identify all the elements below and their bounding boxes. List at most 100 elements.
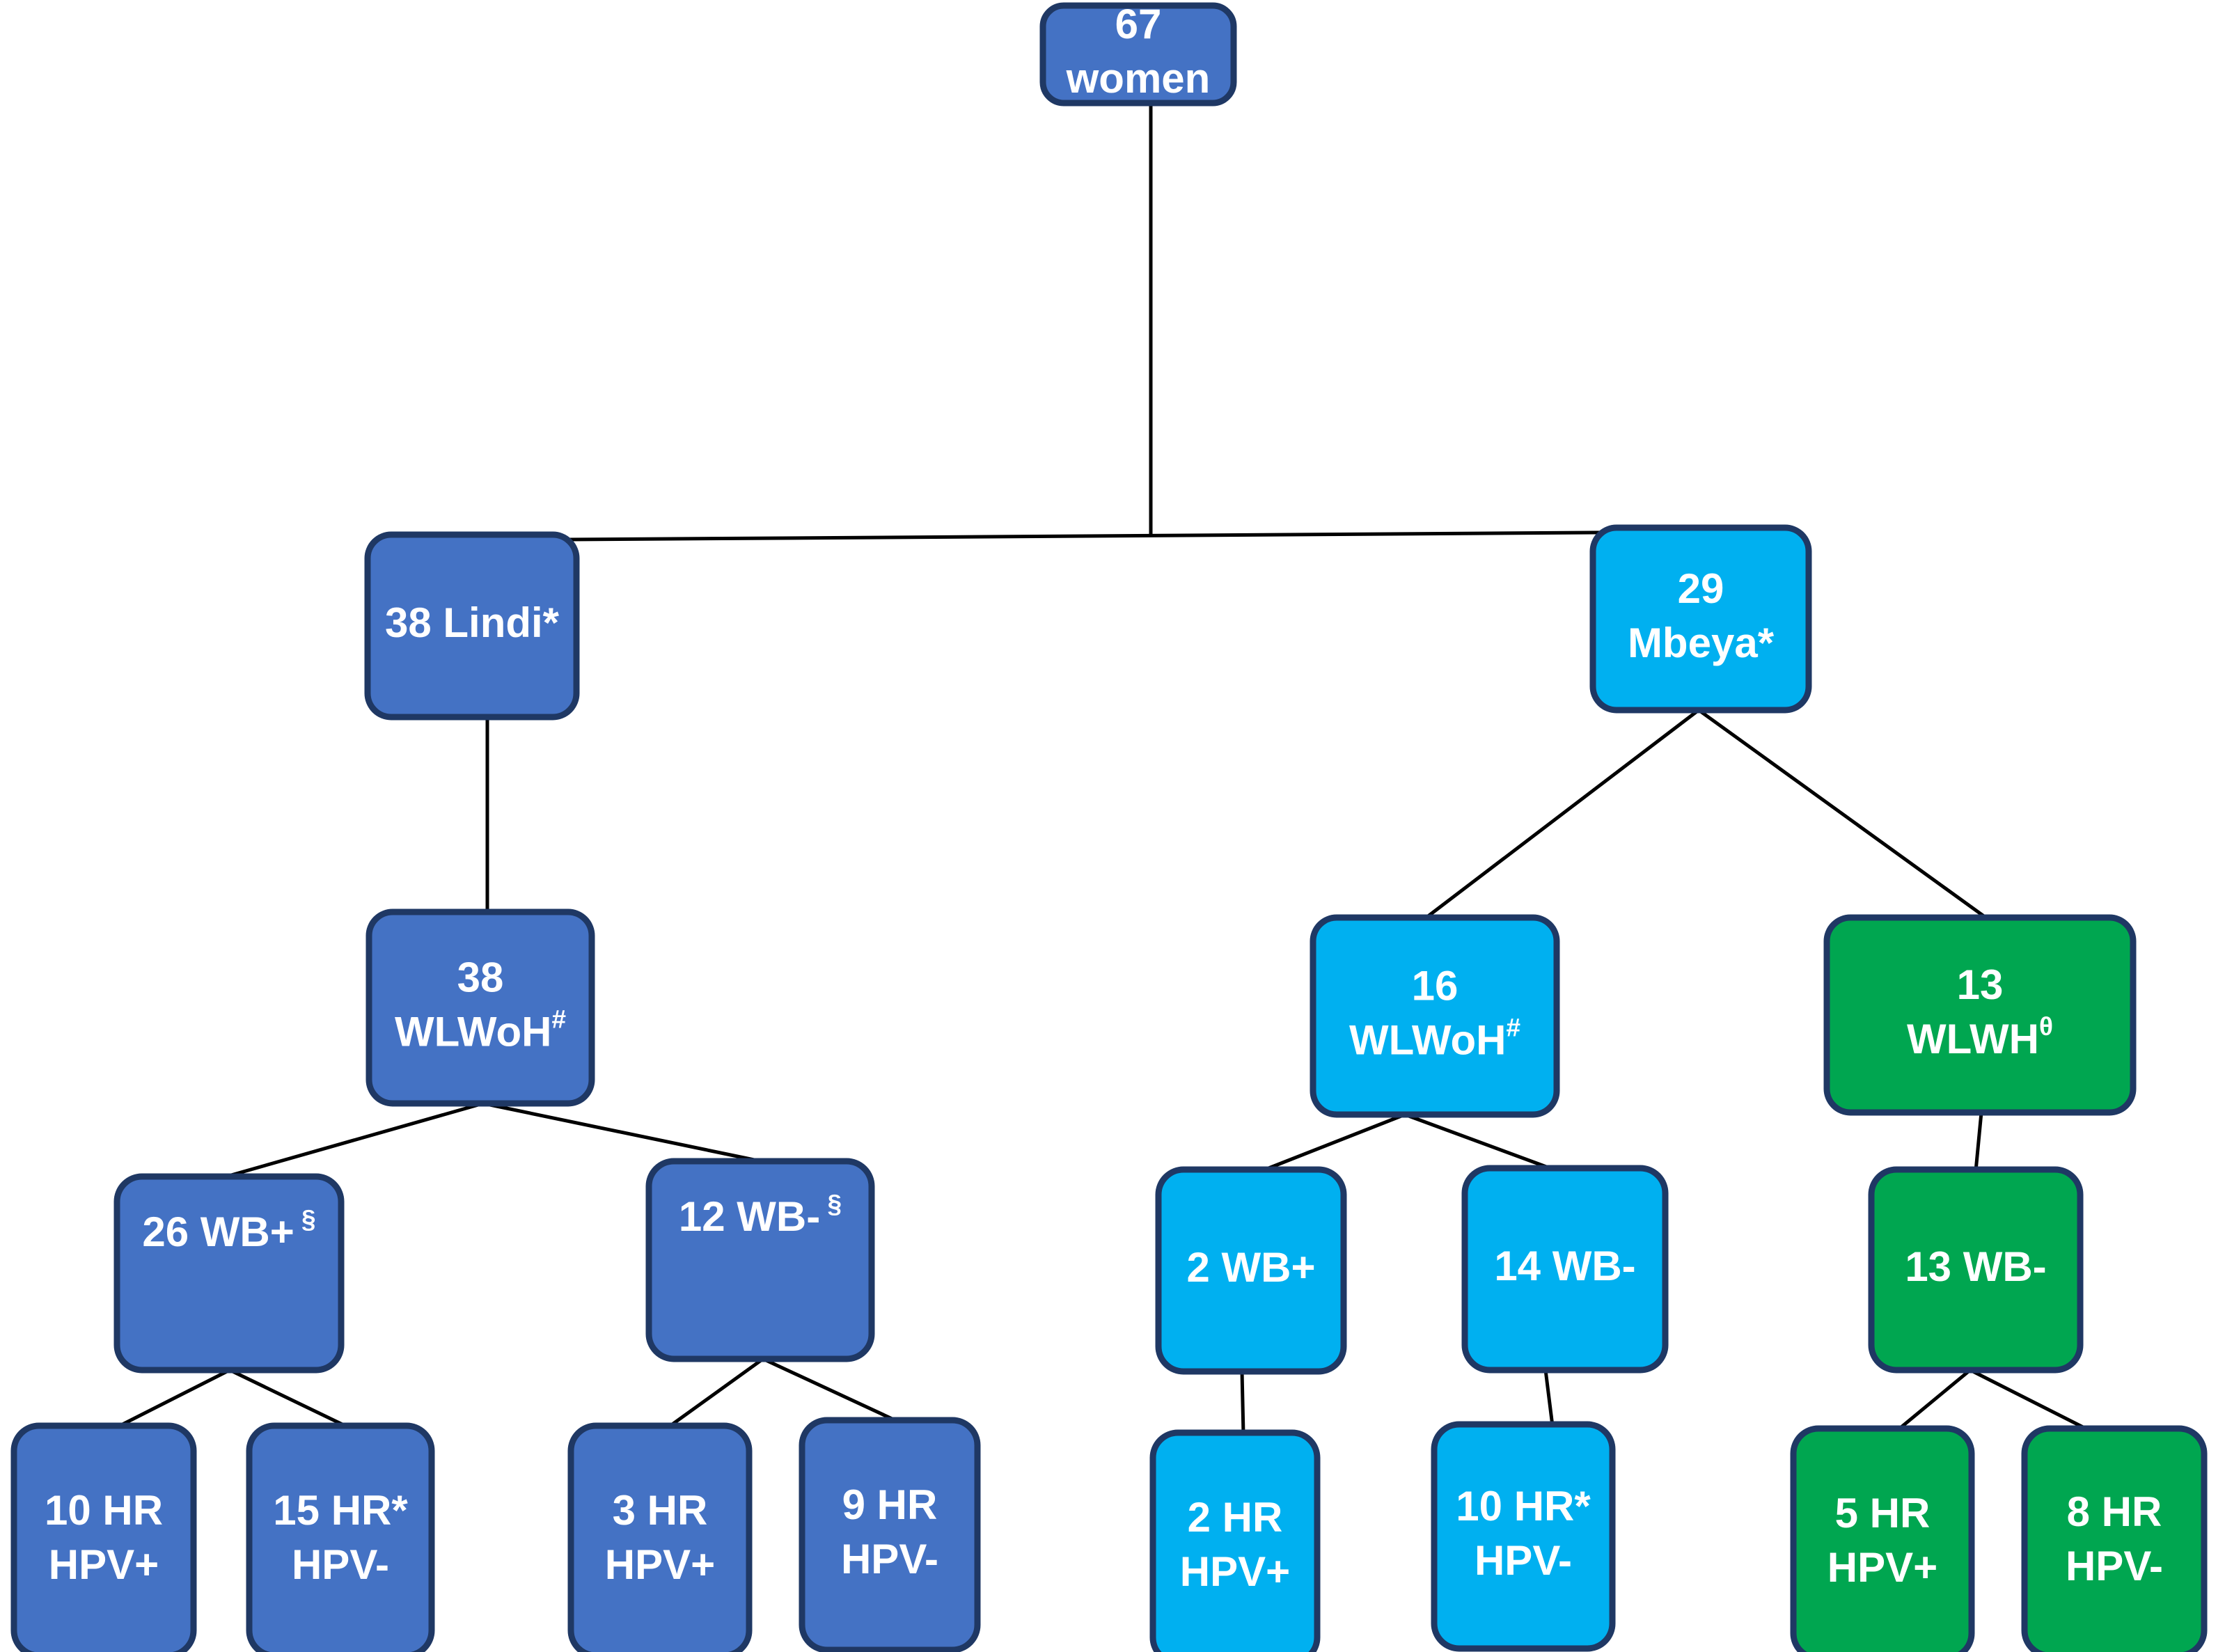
node-line: women [1066, 55, 1211, 102]
node-line: 14 WB- [1494, 1243, 1635, 1289]
node-box-root[interactable] [1039, 2, 1237, 107]
superscript-marker: # [1506, 1013, 1520, 1041]
node-line: WLWoH# [395, 1005, 566, 1055]
node-label-leaf_8hr_neg: 8 HR HPV- [2066, 1488, 2163, 1589]
node-leaf_10hrstar_neg[interactable]: 10 HR* HPV- [1431, 1421, 1616, 1652]
node-box-leaf_8hr_neg[interactable] [2021, 1425, 2208, 1652]
superscript-marker: # [551, 1005, 566, 1033]
connector-lindi_wb_neg-to-leaf_3hr_pos [667, 1357, 764, 1429]
node-line: 13 WB- [1905, 1243, 2046, 1290]
node-leaf_15hr_neg[interactable]: 15 HR*HPV- [246, 1422, 435, 1652]
node-mbeya_wb_pos[interactable]: 2 WB+ [1155, 1166, 1347, 1375]
node-line: 67 [1115, 1, 1162, 47]
node-box-leaf_10hrstar_neg[interactable] [1431, 1421, 1616, 1652]
node-line: HPV- [2066, 1543, 2163, 1589]
node-line: HPV- [841, 1536, 938, 1582]
node-line: 2 WB+ [1186, 1244, 1315, 1291]
node-label-lindi: 38 Lindi* [385, 599, 560, 646]
node-line: 9 HR [842, 1481, 938, 1528]
superscript-marker: § [820, 1190, 842, 1218]
connector-lindi_wlwoh-to-lindi_wb_pos [221, 1101, 484, 1180]
node-box-leaf_10hr_pos[interactable] [10, 1422, 197, 1652]
superscript-marker: θ [2039, 1012, 2053, 1041]
node-box-lindi_wb_pos[interactable] [113, 1173, 345, 1374]
connector-mbeya_wlwoh-to-mbeya_wb_pos [1261, 1112, 1406, 1173]
node-line: 2 HR [1188, 1494, 1283, 1541]
node-line: 13 [1957, 961, 2004, 1008]
node-label-green_wb_neg: 13 WB- [1905, 1243, 2046, 1290]
node-line: HPV- [292, 1541, 389, 1588]
node-leaf_5hr_pos[interactable]: 5 HR HPV+ [1790, 1425, 1975, 1652]
connector-layer [116, 103, 2090, 1435]
node-line: 3 HR [613, 1487, 708, 1534]
connector-mbeya_wb_neg-to-leaf_10hrstar_neg [1543, 1369, 1555, 1426]
node-lindi_wb_pos[interactable]: 26 WB+ § [113, 1173, 345, 1374]
node-box-lindi[interactable] [364, 531, 580, 721]
node-line: 5 HR [1835, 1490, 1931, 1536]
node-green_wb_neg[interactable]: 13 WB- [1868, 1166, 2084, 1374]
node-box-mbeya_wlwoh[interactable] [1310, 914, 1560, 1118]
node-box-lindi_wb_neg[interactable] [645, 1158, 875, 1362]
node-root[interactable]: 67 women [1039, 1, 1237, 107]
node-line: Mbeya* [1628, 620, 1775, 666]
connector-mbeya_wlwoh-to-mbeya_wb_neg [1404, 1112, 1555, 1172]
node-leaf_8hr_neg[interactable]: 8 HR HPV- [2021, 1425, 2208, 1652]
connector-mbeya-to-mbeya_wlwh [1697, 708, 1991, 922]
connector-mbeya_wlwh-to-green_wb_neg [1974, 1112, 1983, 1172]
node-box-mbeya_wb_pos[interactable] [1155, 1166, 1347, 1375]
node-line: 12 WB- § [679, 1190, 842, 1240]
node-box-leaf_15hr_neg[interactable] [246, 1422, 435, 1652]
node-label-lindi_wb_pos: 26 WB+ § [142, 1205, 315, 1255]
node-line: HPV+ [605, 1541, 715, 1588]
node-box-mbeya[interactable] [1589, 524, 1812, 714]
node-line: WLWHθ [1907, 1012, 2053, 1062]
node-box-leaf_3hr_pos[interactable] [567, 1422, 753, 1652]
node-lindi_wb_neg[interactable]: 12 WB- § [645, 1158, 875, 1362]
node-mbeya_wb_neg[interactable]: 14 WB- [1461, 1165, 1669, 1374]
connector-lindi_wb_pos-to-leaf_15hr_neg [228, 1368, 349, 1429]
node-box-lindi_wlwoh[interactable] [365, 908, 595, 1107]
node-line: 10 HR* [1456, 1483, 1591, 1529]
node-line: 8 HR [2067, 1488, 2162, 1535]
node-box-leaf_2hr_pos[interactable] [1149, 1429, 1321, 1652]
node-lindi[interactable]: 38 Lindi* [364, 531, 580, 721]
connector-lindi_wb_neg-to-leaf_9hr_neg [762, 1357, 899, 1424]
node-box-leaf_5hr_pos[interactable] [1790, 1425, 1975, 1652]
node-leaf_9hr_neg[interactable]: 9 HR HPV- [799, 1417, 981, 1652]
node-box-mbeya_wlwh[interactable] [1823, 914, 2137, 1116]
node-line: HPV+ [49, 1541, 159, 1588]
node-line: HPV+ [1180, 1548, 1290, 1595]
node-box-mbeya_wb_neg[interactable] [1461, 1165, 1669, 1374]
node-box-green_wb_neg[interactable] [1868, 1166, 2084, 1374]
node-line: HPV+ [1827, 1544, 1937, 1591]
node-line: 16 [1412, 962, 1459, 1009]
node-box-leaf_9hr_neg[interactable] [799, 1417, 981, 1652]
node-line: 26 WB+ § [142, 1205, 315, 1255]
node-line: 38 [457, 954, 504, 1000]
connector-lindi_wb_pos-to-leaf_10hr_pos [116, 1368, 231, 1429]
node-leaf_3hr_pos[interactable]: 3 HR HPV+ [567, 1422, 753, 1652]
connector-green_wb_neg-to-leaf_5hr_pos [1896, 1369, 1972, 1431]
connector-mbeya_wb_pos-to-leaf_2hr_pos [1240, 1371, 1245, 1435]
superscript-marker: § [294, 1205, 316, 1234]
connector-green_wb_neg-to-leaf_8hr_neg [1969, 1368, 2090, 1432]
node-line: WLWoH# [1349, 1013, 1520, 1063]
node-label-lindi_wb_neg: 12 WB- § [679, 1190, 842, 1240]
node-leaf_2hr_pos[interactable]: 2 HR HPV+ [1149, 1429, 1321, 1652]
node-label-leaf_5hr_pos: 5 HR HPV+ [1827, 1490, 1937, 1591]
node-line: HPV- [1475, 1537, 1572, 1584]
node-label-leaf_9hr_neg: 9 HR HPV- [841, 1481, 938, 1582]
node-label-mbeya_wb_neg: 14 WB- [1494, 1243, 1635, 1289]
